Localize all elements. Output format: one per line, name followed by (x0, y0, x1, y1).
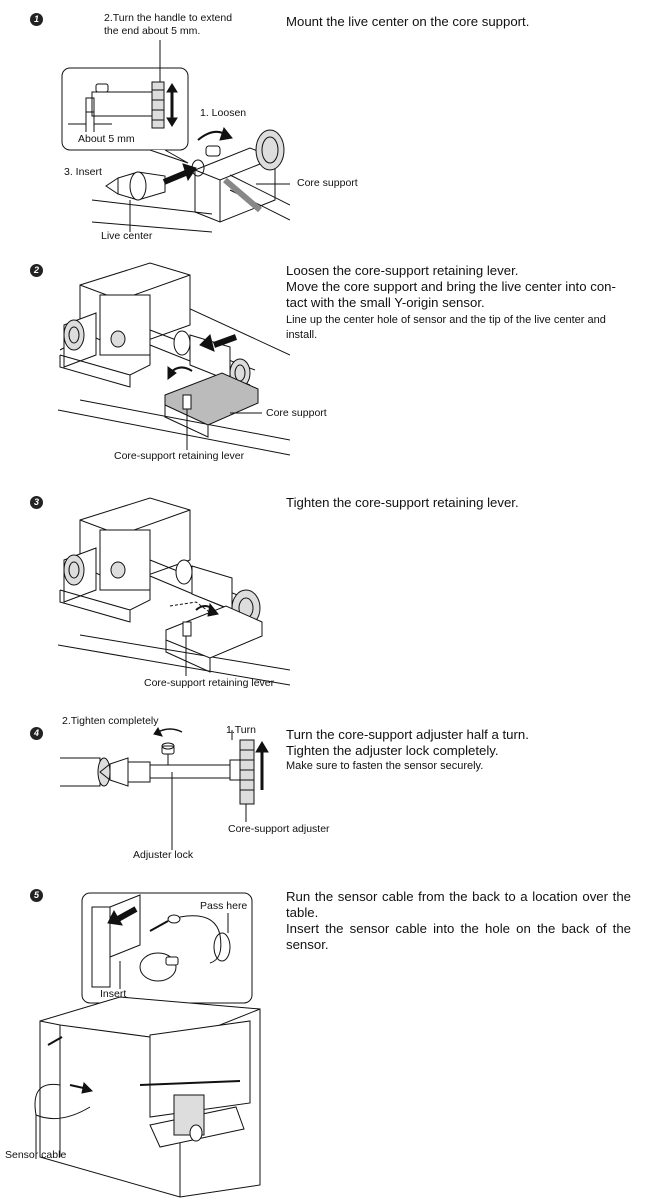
step-2-note: Line up the center hole of sensor and th… (286, 314, 606, 341)
step-5-line-2: Insert the sensor cable into the hole on… (286, 921, 631, 952)
step-4-illustration (60, 727, 269, 850)
label-core-support-adjuster: Core-support adjuster (228, 823, 330, 835)
step-4: 4 Turn the core-support adjuster half a … (0, 710, 650, 870)
step-4-text: Turn the core-support adjuster half a tu… (286, 727, 631, 774)
step-3: 3 Tighten the core-support retaining lev… (0, 490, 650, 695)
step-4-note: Make sure to fasten the sensor securely. (286, 760, 484, 772)
label-turn: 1.Turn (226, 724, 256, 736)
step-5: 5 Run the sensor cable from the back to … (0, 885, 650, 1200)
label-pass-here: Pass here (200, 900, 248, 912)
step-3-illustration (57, 497, 290, 686)
step-3-line-1: Tighten the core-support retaining lever… (286, 495, 519, 510)
step-5-line-1: Run the sensor cable from the back to a … (286, 889, 631, 920)
label-tighten-completely: 2.Tighten completely (62, 715, 159, 727)
label-turn-handle: 2.Turn the handle to extend the end abou… (104, 12, 232, 38)
label-retaining-lever-3: Core-support retaining lever (144, 677, 275, 689)
step-number-4: 4 (30, 727, 43, 740)
label-loosen: 1. Loosen (200, 107, 247, 119)
step-5-text: Run the sensor cable from the back to a … (286, 889, 631, 953)
step-number-1: 1 (30, 13, 43, 26)
step-number-5: 5 (30, 889, 43, 902)
label-about-5mm: About 5 mm (78, 133, 135, 145)
step-1-illustration (61, 40, 290, 233)
step-2: 2 Loosen the core-support retaining leve… (0, 255, 650, 465)
step-2-illustration (57, 262, 290, 456)
label-core-support-2: Core support (266, 407, 327, 419)
label-live-center: Live center (101, 230, 153, 242)
step-1: 1 Mount the live center on the core supp… (0, 0, 650, 250)
step-number-3: 3 (30, 496, 43, 509)
step-2-line-3: tact with the small Y-origin sensor. (286, 295, 485, 310)
label-core-support: Core support (297, 177, 358, 189)
label-turn-handle-1: 2.Turn the handle to extend (104, 12, 233, 24)
step-2-text: Loosen the core-support retaining lever.… (286, 263, 631, 343)
label-insert: 3. Insert (64, 166, 102, 178)
label-adjuster-lock: Adjuster lock (133, 849, 194, 861)
step-3-text: Tighten the core-support retaining lever… (286, 495, 631, 511)
label-retaining-lever-2: Core-support retaining lever (114, 450, 245, 462)
label-sensor-cable: Sensor cable (5, 1149, 67, 1161)
step-1-line: Mount the live center on the core suppor… (286, 14, 530, 29)
step-2-line-2: Move the core support and bring the live… (286, 279, 616, 294)
step-4-line-1: Turn the core-support adjuster half a tu… (286, 727, 529, 742)
label-insert-5: Insert (100, 988, 127, 1000)
step-number-2: 2 (30, 264, 43, 277)
step-2-line-1: Loosen the core-support retaining lever. (286, 263, 519, 278)
step-5-illustration (34, 892, 261, 1198)
label-turn-handle-2: the end about 5 mm. (104, 25, 201, 37)
step-1-text: Mount the live center on the core suppor… (286, 14, 631, 30)
step-4-line-2: Tighten the adjuster lock completely. (286, 743, 499, 758)
